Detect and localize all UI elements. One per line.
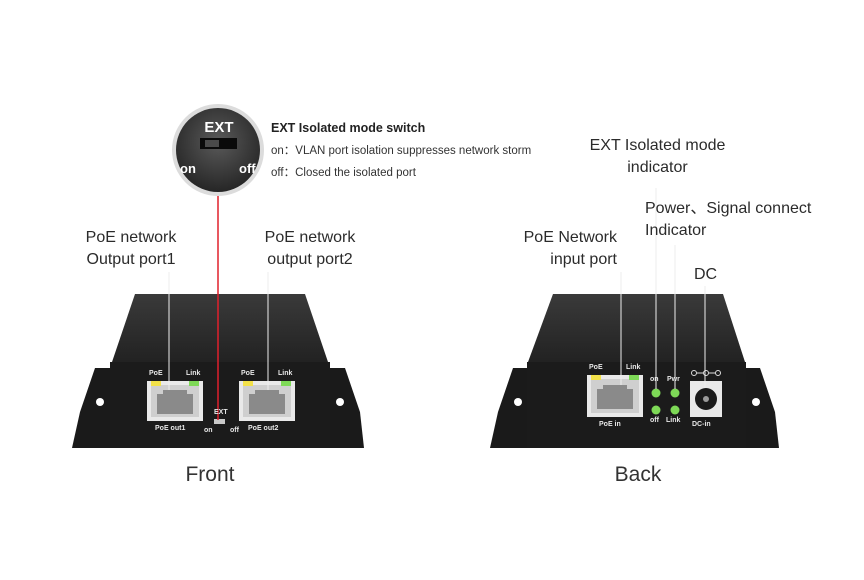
led-off-text: off (650, 417, 659, 424)
label-power-indicator: Power、Signal connect Indicator (645, 198, 811, 242)
label-port2-line2: output port2 (267, 251, 353, 268)
back-device (490, 294, 779, 448)
label-ext-indicator: EXT Isolated mode indicator (575, 135, 740, 179)
front-port1-link-text: Link (186, 370, 201, 377)
front-port2-led-poe (243, 381, 253, 386)
front-switch-label: EXT (214, 409, 228, 416)
callout-on-line: on：VLAN port isolation suppresses networ… (271, 145, 532, 157)
back-caption: Back (614, 463, 662, 486)
label-port1: PoE network Output port1 (76, 227, 186, 271)
link-led (670, 405, 680, 415)
front-port2-link-text: Link (278, 370, 293, 377)
front-right-ear (328, 368, 364, 448)
badge-off-label: off (239, 161, 256, 176)
led-link-text: Link (666, 417, 681, 424)
back-left-ear (490, 368, 530, 448)
label-input-line1: PoE Network (523, 229, 617, 246)
front-port1-name: PoE out1 (155, 425, 186, 432)
label-ext-line2: indicator (627, 159, 688, 176)
front-left-ear (72, 368, 112, 448)
back-top-panel (528, 294, 745, 362)
front-port1-led-link (189, 381, 199, 386)
front-port1-led-poe (151, 381, 161, 386)
led-on-text: on (650, 376, 659, 383)
label-port1-line1: PoE network (85, 229, 177, 246)
ext-on-led (651, 388, 661, 398)
front-switch-off: off (230, 427, 239, 434)
label-port1-line2: Output port1 (86, 251, 176, 268)
label-dc: DC (694, 266, 718, 283)
label-input-line2: input port (550, 251, 617, 268)
dc-in-text: DC-in (692, 421, 711, 428)
front-switch-on: on (204, 427, 213, 434)
back-port-name: PoE in (599, 421, 621, 428)
front-top-panel (112, 294, 328, 362)
front-ext-switch (214, 419, 225, 424)
back-port-led-link (629, 375, 639, 380)
back-right-ear (743, 368, 779, 448)
callout-title: EXT Isolated mode switch (271, 121, 426, 135)
badge-title: EXT (204, 119, 234, 136)
front-caption: Front (185, 463, 235, 486)
label-power-line2: Indicator (645, 222, 707, 239)
ext-off-led (651, 405, 661, 415)
ext-switch-badge (172, 104, 264, 196)
back-port-led-poe (591, 375, 601, 380)
front-device (72, 294, 364, 448)
badge-on-label: on (180, 161, 196, 176)
label-power-line1: Power、Signal connect (645, 200, 812, 217)
front-port2-led-link (281, 381, 291, 386)
front-port2-name: PoE out2 (248, 425, 279, 432)
power-led (670, 388, 680, 398)
front-face (110, 362, 330, 448)
dc-polarity-icon (691, 370, 721, 376)
label-port2-line1: PoE network (264, 229, 356, 246)
front-port1-poe-text: PoE (149, 370, 163, 377)
front-port2-poe-text: PoE (241, 370, 255, 377)
label-port2: PoE network output port2 (255, 227, 365, 271)
led-pwr-text: Pwr (667, 376, 680, 383)
back-port-poe-text: PoE (589, 364, 603, 371)
label-input-port: PoE Network input port (505, 227, 617, 271)
callout-off-line: off：Closed the isolated port (271, 167, 416, 179)
back-port-link-text: Link (626, 364, 641, 371)
label-ext-line1: EXT Isolated mode (589, 137, 726, 154)
